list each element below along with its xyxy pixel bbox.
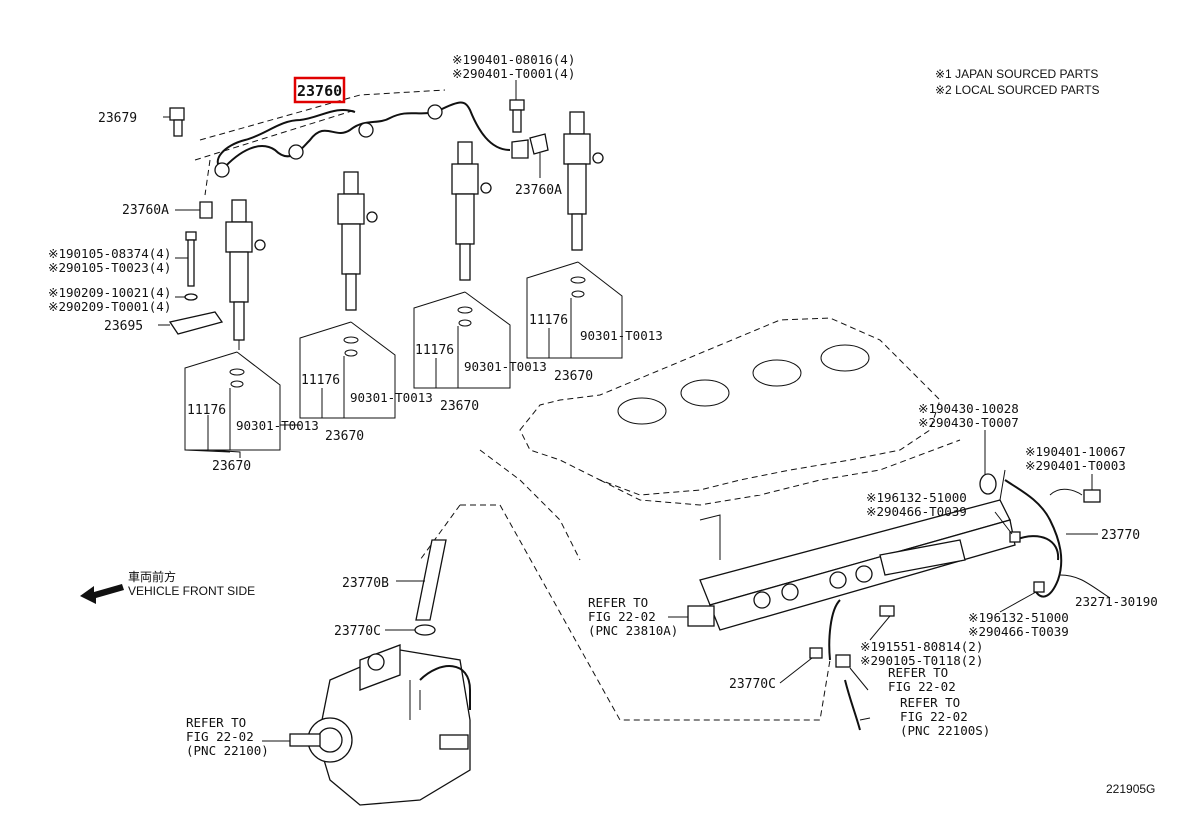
part-label-90301-d[interactable]: 90301-T0013 bbox=[580, 328, 663, 343]
injector-3 bbox=[451, 141, 492, 281]
hose-23770b bbox=[396, 539, 447, 621]
part-label-23760a-left[interactable]: 23760A bbox=[122, 203, 169, 218]
part-label-bolt-r2-2[interactable]: ※290401-T0003 bbox=[1025, 458, 1126, 473]
refer-hose1-line-1[interactable]: REFER TO bbox=[888, 665, 948, 680]
cylinder-bore-2 bbox=[680, 379, 730, 407]
bolt-left bbox=[175, 231, 198, 301]
direction-label-jp: 車両前方 bbox=[128, 569, 176, 584]
highlight-box-23760 bbox=[293, 76, 346, 104]
part-label-90301-c[interactable]: 90301-T0013 bbox=[464, 359, 547, 374]
part-label-90301-b[interactable]: 90301-T0013 bbox=[350, 390, 433, 405]
part-label-clip-2[interactable]: ※290466-T0039 bbox=[866, 504, 967, 519]
part-label-washer-left-1[interactable]: ※190209-10021(4) bbox=[48, 285, 171, 300]
rail-sensor bbox=[687, 605, 715, 627]
part-label-23770c-right[interactable]: 23770C bbox=[729, 677, 776, 692]
injector-1-bracket bbox=[184, 351, 300, 458]
refer-hose2-line-1[interactable]: REFER TO bbox=[900, 695, 960, 710]
part-label-bolt-top-2[interactable]: ※290401-T0001(4) bbox=[452, 66, 575, 81]
part-label-clip-b-2[interactable]: ※290466-T0039 bbox=[968, 624, 1069, 639]
bolt-top bbox=[509, 80, 525, 133]
refer-rail-line-1[interactable]: REFER TO bbox=[588, 595, 648, 610]
part-label-23679[interactable]: 23679 bbox=[98, 111, 137, 126]
clip-lower bbox=[1033, 581, 1045, 593]
fuel-pump bbox=[289, 644, 471, 806]
part-label-bolt-r1-2[interactable]: ※290430-T0007 bbox=[918, 415, 1019, 430]
injector-2 bbox=[337, 171, 378, 311]
engine-outline bbox=[479, 317, 961, 561]
cylinder-bore-4 bbox=[820, 344, 870, 372]
part-label-23670-d[interactable]: 23670 bbox=[554, 369, 593, 384]
part-label-bolt-r2-1[interactable]: ※190401-10067 bbox=[1025, 444, 1126, 459]
part-label-23271[interactable]: 23271-30190 bbox=[1075, 594, 1158, 609]
injector-4-bracket bbox=[526, 261, 623, 359]
part-label-bolt-left-2[interactable]: ※290105-T0023(4) bbox=[48, 260, 171, 275]
refer-rail-line-3[interactable]: (PNC 23810A) bbox=[588, 623, 678, 638]
part-label-23695[interactable]: 23695 bbox=[104, 319, 143, 334]
refer-rail-line-2[interactable]: FIG 22-02 bbox=[588, 609, 656, 624]
part-label-clip-1[interactable]: ※196132-51000 bbox=[866, 490, 967, 505]
refer-hose2-line-3[interactable]: (PNC 22100S) bbox=[900, 723, 990, 738]
part-label-11176-a[interactable]: 11176 bbox=[187, 403, 226, 418]
arrow-left-icon bbox=[80, 584, 124, 604]
part-label-11176-c[interactable]: 11176 bbox=[415, 343, 454, 358]
union-bolt-right bbox=[979, 473, 997, 495]
part-label-23770b[interactable]: 23770B bbox=[342, 576, 389, 591]
clamp-23770c-left bbox=[385, 624, 436, 636]
clamp-23760a-left bbox=[175, 201, 213, 219]
part-label-90301-a[interactable]: 90301-T0013 bbox=[236, 418, 319, 433]
cylinder-bore-1 bbox=[617, 397, 667, 425]
bolt-right bbox=[1083, 489, 1101, 503]
part-label-23760a-right[interactable]: 23760A bbox=[515, 183, 562, 198]
common-rail-assembly bbox=[687, 469, 1016, 631]
refer-pump-line-2[interactable]: FIG 22-02 bbox=[186, 729, 254, 744]
part-label-23760[interactable]: 23760 bbox=[297, 82, 342, 100]
legend-note-2: ※2 LOCAL SOURCED PARTS bbox=[935, 83, 1100, 97]
part-label-washer-left-2[interactable]: ※290209-T0001(4) bbox=[48, 299, 171, 314]
part-label-11176-d[interactable]: 11176 bbox=[529, 313, 568, 328]
cylinder-bore-3 bbox=[752, 359, 802, 387]
legend-note-1: ※1 JAPAN SOURCED PARTS bbox=[935, 67, 1098, 81]
injector-1 bbox=[225, 199, 266, 350]
part-label-clip-b-1[interactable]: ※196132-51000 bbox=[968, 610, 1069, 625]
injector-2-bracket bbox=[299, 321, 396, 419]
refer-hose1-line-2[interactable]: FIG 22-02 bbox=[888, 679, 956, 694]
part-label-bolt-r1-1[interactable]: ※190430-10028 bbox=[918, 401, 1019, 416]
part-label-23670-b[interactable]: 23670 bbox=[325, 429, 364, 444]
part-label-11176-b[interactable]: 11176 bbox=[301, 373, 340, 388]
clamp-23695 bbox=[158, 311, 224, 335]
injection-pipe-23760 bbox=[194, 89, 529, 196]
part-label-23770[interactable]: 23770 bbox=[1101, 528, 1140, 543]
part-label-bolt-left-1[interactable]: ※190105-08374(4) bbox=[48, 246, 171, 261]
figure-id: 221905G bbox=[1106, 782, 1155, 796]
refer-pump-line-1[interactable]: REFER TO bbox=[186, 715, 246, 730]
part-label-23670-a[interactable]: 23670 bbox=[212, 459, 251, 474]
clip-upper bbox=[1009, 531, 1021, 543]
refer-hose2-line-2[interactable]: FIG 22-02 bbox=[900, 709, 968, 724]
injector-3-bracket bbox=[413, 291, 511, 389]
return-hose-lower bbox=[779, 599, 895, 731]
part-label-clamp-2[interactable]: ※290105-T0118(2) bbox=[860, 653, 983, 668]
part-label-clamp-1[interactable]: ※191551-80814(2) bbox=[860, 639, 983, 654]
refer-pump-line-3[interactable]: (PNC 22100) bbox=[186, 743, 269, 758]
direction-label-en: VEHICLE FRONT SIDE bbox=[128, 584, 255, 598]
part-label-bolt-top-1[interactable]: ※190401-08016(4) bbox=[452, 52, 575, 67]
part-label-23670-c[interactable]: 23670 bbox=[440, 399, 479, 414]
clamp-23760a-right bbox=[529, 133, 549, 178]
bolt-23679 bbox=[163, 107, 185, 137]
injector-4 bbox=[563, 111, 604, 251]
part-label-23770c-left[interactable]: 23770C bbox=[334, 624, 381, 639]
return-hose-23770 bbox=[979, 473, 1111, 599]
